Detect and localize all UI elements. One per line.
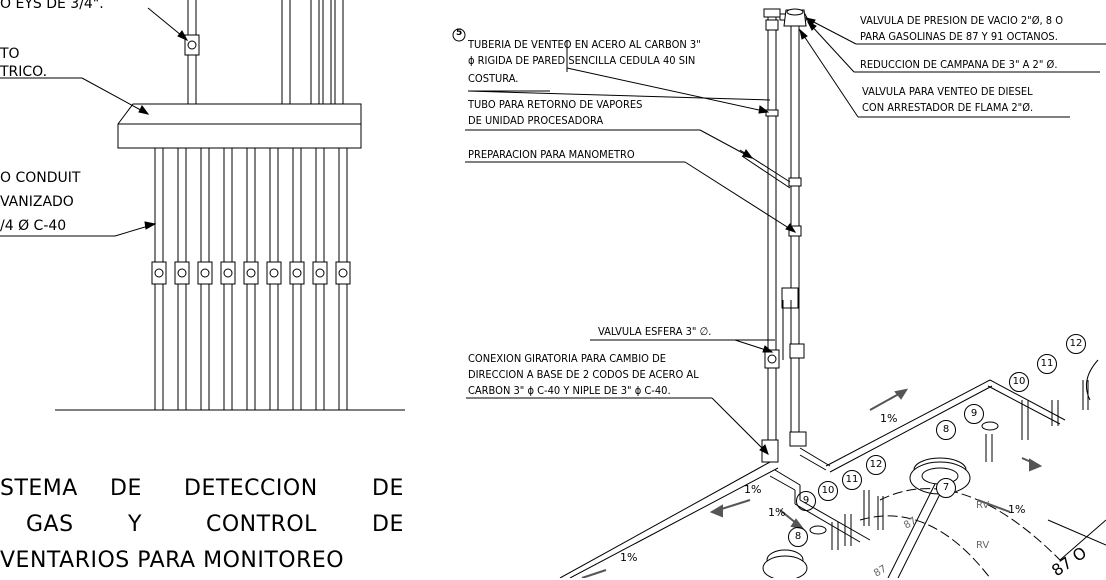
label-valvula-presion-2: PARA GASOLINAS DE 87 Y 91 OCTANOS.	[860, 30, 1058, 43]
title-word: DE	[372, 512, 404, 537]
left-leaders	[0, 7, 189, 237]
label-reduccion: REDUCCION DE CAMPANA DE 3" A 2" Ø.	[860, 58, 1058, 71]
label-tuberia-1: TUBERIA DE VENTEO EN ACERO AL CARBON 3"	[468, 38, 701, 51]
junction-box	[117, 103, 362, 149]
label-valvula-presion-1: VALVULA DE PRESION DE VACIO 2"Ø, 8 O	[860, 14, 1064, 27]
riser-pipes	[831, 380, 1089, 550]
label-conexion-2: DIRECCION A BASE DE 2 CODOS DE ACERO AL	[468, 368, 699, 381]
title-word: STEMA	[0, 476, 78, 501]
label-conexion-3: CARBON 3" ϕ C-40 Y NIPLE DE 3" ϕ C-40.	[468, 384, 671, 397]
callout-bubble: 12	[1066, 334, 1086, 354]
slope-label: 1%	[744, 483, 762, 496]
label-retorno-2: DE UNIDAD PROCESADORA	[468, 114, 604, 127]
title-word: DE	[110, 476, 142, 501]
callout-bubble: 8	[936, 420, 956, 440]
label-retorno-1: TUBO PARA RETORNO DE VAPORES	[468, 98, 643, 111]
label-valvula-esfera: VALVULA ESFERA 3" ∅.	[598, 325, 712, 338]
callout-bubble: 10	[1009, 372, 1029, 392]
top-pipes	[281, 0, 344, 104]
callout-bubble: 9	[796, 491, 816, 511]
eys-fittings	[151, 261, 351, 285]
title-word: Y	[128, 512, 142, 537]
label-eys: O EYS DE 3/4".	[0, 0, 104, 12]
tank-openings	[762, 421, 999, 578]
slope-label: 1%	[1008, 503, 1026, 516]
slope-label: 1%	[880, 412, 898, 425]
tank-outlines	[859, 488, 1061, 578]
slope-label: 1%	[768, 506, 786, 519]
slope-label: 1%	[620, 551, 638, 564]
vertical-pipe-with-valve	[184, 0, 200, 104]
label-tuberia-3: COSTURA.	[468, 72, 519, 85]
circle-5-marker	[452, 28, 466, 42]
title-word: CONTROL	[206, 512, 317, 537]
title-line-3: VENTARIOS PARA MONITOREO	[0, 548, 345, 573]
callout-bubble: 10	[818, 481, 838, 501]
label-valvula-diesel-2: CON ARRESTADOR DE FLAMA 2"Ø.	[862, 101, 1034, 114]
label-to: TO	[0, 46, 20, 62]
label-valvula-diesel-1: VALVULA PARA VENTEO DE DIESEL	[862, 85, 1033, 98]
callout-bubble: 12	[866, 455, 886, 475]
label-conduit-1: O CONDUIT	[0, 170, 81, 186]
callout-bubble: 8	[788, 527, 808, 547]
right-leaders	[465, 17, 1106, 455]
circle-5-number: 5	[456, 28, 463, 38]
vent-pipes	[739, 8, 809, 463]
title-word: GAS	[26, 512, 74, 537]
tank-outline-solid	[1059, 519, 1106, 561]
callout-bubble: 11	[1037, 354, 1057, 374]
label-tuberia-2: ϕ RIGIDA DE PARED SENCILLA CEDULA 40 SIN	[468, 54, 696, 67]
label-conduit-3: /4 Ø C-40	[0, 218, 67, 234]
title-word: DE	[372, 476, 404, 501]
label-manometro: PREPARACION PARA MANOMETRO	[468, 148, 635, 161]
iso-pipes	[559, 379, 1066, 578]
label-trico: TRICO.	[0, 64, 48, 80]
tank-label-rv: RV	[976, 500, 990, 511]
label-conexion-1: CONEXION GIRATORIA PARA CAMBIO DE	[468, 352, 666, 365]
callout-bubble: 11	[842, 470, 862, 490]
callout-bubble: 9	[964, 404, 984, 424]
title-word: DETECCION	[184, 476, 318, 501]
hatched-band	[887, 483, 946, 578]
callout-bubble: 7	[936, 478, 956, 498]
tank-label-rv: RV	[976, 540, 990, 551]
label-conduit-2: VANIZADO	[0, 194, 74, 210]
